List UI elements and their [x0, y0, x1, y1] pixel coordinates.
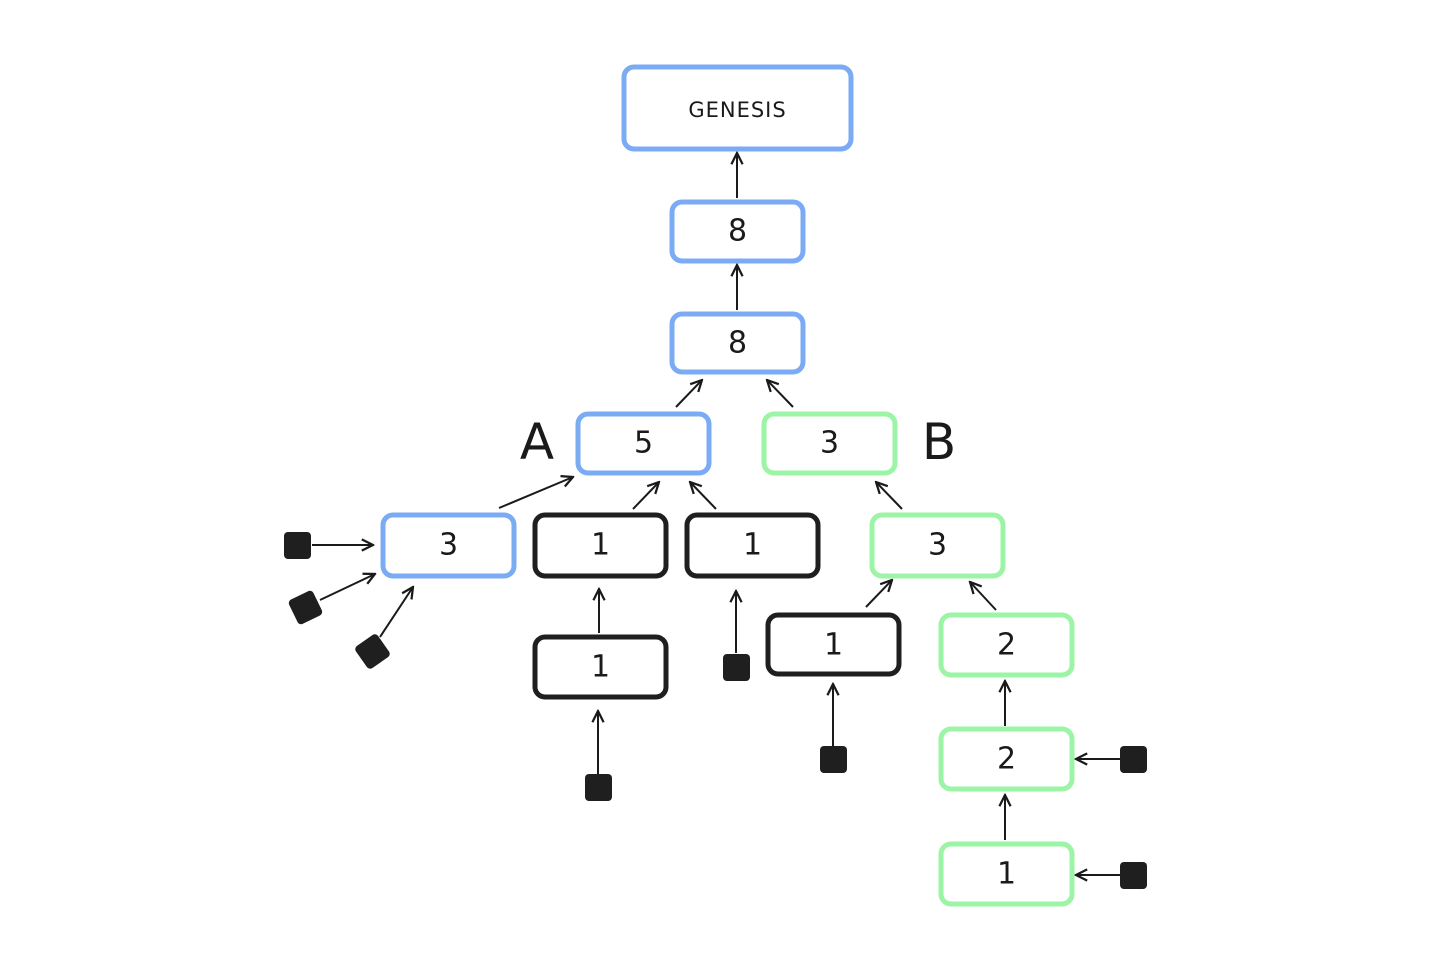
node-black-1-right-label: 1 — [743, 528, 762, 563]
node-black-1-green-branch: 1 — [765, 612, 902, 677]
pointer-square — [355, 634, 390, 669]
node-a-3-label: 3 — [439, 528, 458, 563]
node-8-mid-label: 8 — [728, 326, 747, 361]
edge-g2top-g3 — [970, 582, 997, 611]
node-green-2-top: 2 — [938, 612, 1075, 678]
node-black-1-below: 1 — [532, 634, 669, 700]
node-a-5-label: 5 — [634, 426, 653, 461]
node-black-1-right: 1 — [684, 512, 821, 579]
node-genesis: GENESIS — [621, 64, 854, 152]
nodes: GENESIS 8 8 5 3 3 1 1 — [380, 64, 1075, 907]
edge-sq2-a3 — [319, 574, 375, 601]
node-black-1-left: 1 — [532, 512, 669, 579]
node-a-5: 5 — [575, 411, 712, 476]
pointer-square — [1120, 862, 1147, 889]
edge-b3-b8mid — [767, 380, 794, 408]
edge-a5-b8mid — [675, 380, 702, 408]
edges — [312, 153, 1120, 875]
pointer-square — [284, 532, 311, 559]
node-black-1-left-label: 1 — [591, 528, 610, 563]
node-8-mid: 8 — [669, 311, 806, 375]
node-green-3-label: 3 — [928, 528, 947, 563]
pointer-square — [1120, 746, 1147, 773]
node-green-2-top-label: 2 — [997, 628, 1016, 663]
node-green-2-mid: 2 — [938, 726, 1075, 792]
node-green-1-bottom: 1 — [938, 841, 1075, 907]
node-black-1-green-branch-label: 1 — [824, 628, 843, 663]
node-black-1-below-label: 1 — [591, 650, 610, 685]
edge-k1right-a5 — [690, 482, 717, 510]
branch-label-a: A — [520, 413, 554, 471]
node-b-3: 3 — [761, 411, 898, 476]
edge-a3-a5 — [498, 477, 573, 509]
node-green-2-mid-label: 2 — [997, 742, 1016, 777]
pointer-square — [288, 590, 323, 625]
pointer-square — [820, 746, 847, 773]
edge-k1left-a5 — [632, 482, 659, 510]
edge-sq3-a3 — [379, 587, 413, 638]
node-green-1-bottom-label: 1 — [997, 857, 1016, 892]
node-green-3: 3 — [869, 512, 1006, 579]
pointers — [284, 532, 1147, 889]
edge-g3-b3 — [876, 482, 903, 510]
node-8-top: 8 — [669, 199, 806, 264]
node-b-3-label: 3 — [820, 426, 839, 461]
edge-k1g-g3 — [865, 580, 892, 608]
pointer-square — [585, 774, 612, 801]
branch-label-b: B — [922, 413, 956, 471]
pointer-square — [723, 654, 750, 681]
node-genesis-label: GENESIS — [688, 98, 786, 122]
node-8-top-label: 8 — [728, 214, 747, 249]
node-a-3: 3 — [380, 512, 517, 579]
